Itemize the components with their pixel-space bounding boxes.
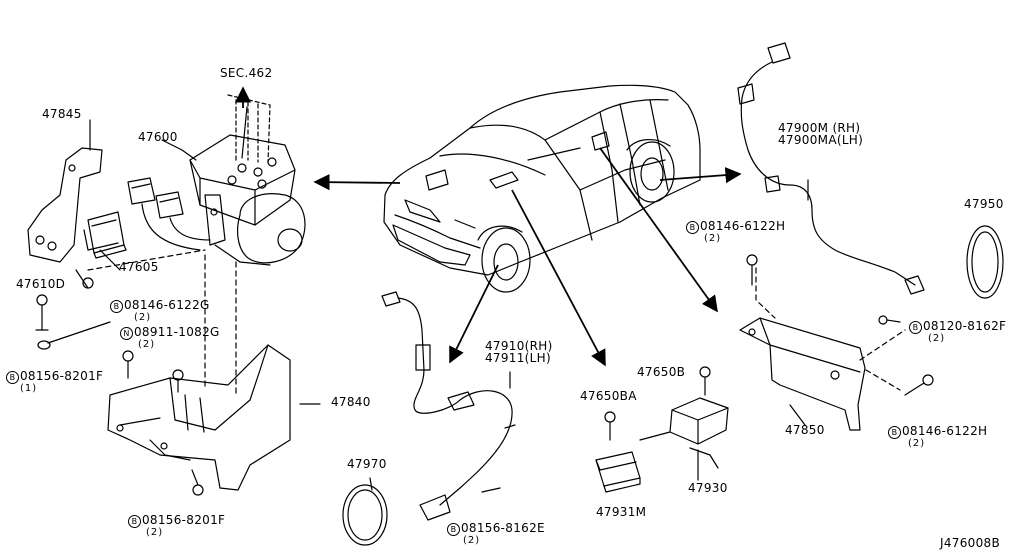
part-47931m: 47931M (596, 505, 647, 519)
part-47650ba: 47650BA (580, 389, 637, 403)
bolt-badge-icon: B (128, 515, 141, 528)
fastener-qty: (2) (908, 438, 926, 449)
fastener-qty: (2) (138, 339, 156, 350)
nut-badge-icon: N (120, 327, 133, 340)
sensor-rotor-47950 (966, 225, 1004, 299)
part-47910: 47910(RH) (485, 339, 553, 353)
arrow-to-g-sensor (511, 189, 606, 367)
diagram-id: J476008B (940, 536, 1000, 550)
part-47650b: 47650B (637, 365, 686, 379)
projection-lines (87, 249, 906, 396)
direction-arrows (234, 86, 742, 367)
section-ref: SEC.462 (220, 66, 273, 80)
part-47850: 47850 (785, 423, 825, 437)
part-47840: 47840 (331, 395, 371, 409)
actuator-harness-connectors (127, 177, 211, 251)
bolts-left (35, 269, 204, 496)
fastener-qty: (1) (20, 383, 38, 394)
sensor-harness-47910 (381, 291, 516, 521)
bolt-badge-icon: B (686, 221, 699, 234)
part-47950: 47950 (964, 197, 1004, 211)
bolt-badge-icon: B (888, 426, 901, 439)
fastener-qty: (2) (146, 527, 164, 538)
sensor-harness-47900m (737, 42, 925, 325)
module-47931m (595, 411, 641, 493)
part-47845: 47845 (42, 107, 82, 121)
sensor-47930 (639, 366, 729, 469)
part-47605: 47605 (119, 260, 159, 274)
bolt-badge-icon: B (447, 523, 460, 536)
bolt-badge-icon: B (909, 321, 922, 334)
connector-47605 (83, 211, 127, 259)
part-47911: 47911(LH) (485, 351, 551, 365)
part-47900m: 47900M (RH) (778, 121, 861, 135)
arrow-to-actuator (313, 174, 401, 191)
bracket-47840 (107, 344, 291, 491)
fastener-qty: (2) (704, 233, 722, 244)
fastener-qty: (2) (134, 312, 152, 323)
fastener-qty: (2) (928, 333, 946, 344)
part-47610d: 47610D (16, 277, 66, 291)
arrow-to-bracket (599, 147, 718, 313)
abs-actuator-47600 (189, 94, 306, 266)
arrow-to-rear-sensor (659, 167, 742, 184)
part-47900ma: 47900MA(LH) (778, 133, 864, 147)
vehicle-illustration (383, 84, 701, 293)
bracket-47845 (27, 147, 103, 263)
part-47930: 47930 (688, 481, 728, 495)
bolt-badge-icon: B (6, 371, 19, 384)
sensor-rotor-47970 (342, 484, 388, 546)
arrow-to-front-sensor (449, 264, 499, 364)
leader-lines (89, 119, 809, 491)
part-47970: 47970 (347, 457, 387, 471)
bracket-47850 (739, 254, 934, 431)
bolt-badge-icon: B (110, 300, 123, 313)
part-47600: 47600 (138, 130, 178, 144)
fastener-qty: (2) (463, 535, 481, 546)
